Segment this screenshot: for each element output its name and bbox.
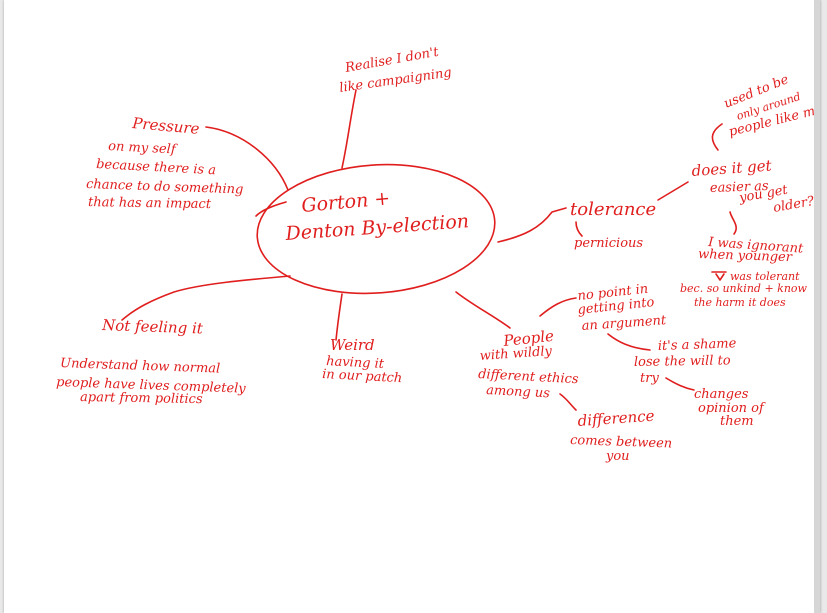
weird-line2: having it (326, 354, 385, 372)
branch-ignorant (729, 211, 737, 235)
easier-line4: older? (772, 194, 816, 216)
tolerance-title: tolerance (570, 199, 656, 220)
pressure-title: Pressure (131, 114, 201, 138)
pressure-line2: because there is a (96, 157, 217, 178)
not-feeling-line1: Understand how normal (60, 356, 221, 377)
no-point-line3: an argument (581, 313, 667, 334)
branch-weird (335, 293, 343, 341)
difference-line2: comes between (570, 433, 673, 452)
difference-line1: difference (577, 407, 655, 430)
tolerance-sub-connector (575, 221, 583, 237)
branch-not-feeling (121, 275, 291, 321)
branch-changes (665, 377, 695, 391)
people-title: People (502, 327, 555, 350)
branch-tolerance (497, 207, 567, 243)
pressure-line4: that has an impact (88, 195, 212, 212)
shame-line2: lose the will to (634, 353, 731, 370)
shame-line3: try (640, 371, 659, 386)
not-feeling-line2: people have lives completely (56, 375, 247, 397)
difference-line3: you (605, 449, 630, 464)
document-page: Gorton + Denton By-election Realise I do… (4, 0, 820, 613)
ignorant-line2: when younger (698, 247, 793, 265)
no-point-line1: no point in (577, 282, 649, 304)
branch-pressure-tail (255, 201, 287, 217)
ignorant-insert-mark (711, 271, 727, 281)
pressure-line3: chance to do something (86, 177, 244, 197)
people-line2: different ethics (478, 367, 579, 387)
tolerance-sub: pernicious (574, 236, 643, 251)
people-line3: among us (486, 383, 551, 401)
changes-line2: opinion of (698, 401, 766, 416)
branch-pressure (205, 126, 289, 191)
shame-line1: it's a shame (658, 336, 737, 354)
ignorant-line3: was tolerant (730, 270, 800, 283)
ignorant-line1: I was ignorant (707, 235, 805, 257)
vertical-scrollbar[interactable] (814, 0, 820, 613)
changes-line1: changes (694, 387, 749, 402)
mind-map: Gorton + Denton By-election Realise I do… (56, 45, 820, 464)
easier-line1: does it get (691, 156, 773, 180)
branch-no-point (539, 297, 577, 317)
center-bubble (256, 163, 496, 295)
easier-line2: easier as (710, 179, 770, 196)
weird-line1: Weird (330, 336, 375, 354)
center-title-line1: Gorton + (301, 187, 392, 217)
branch-people (455, 291, 511, 329)
weird-line3: in our patch (322, 367, 403, 386)
branch-shame (607, 333, 651, 351)
not-feeling-line3: apart from politics (80, 390, 203, 407)
branch-easier (657, 181, 689, 201)
ignorant-line5: the harm it does (694, 296, 786, 309)
ignorant-line4: bec. so unkind + know (680, 282, 808, 295)
not-feeling-title: Not feeling it (101, 316, 204, 338)
changes-line3: them (720, 414, 754, 429)
branch-campaigning (341, 89, 357, 169)
people-line1: with wildly (479, 344, 553, 364)
pressure-line1: on my self (108, 139, 178, 158)
branch-used-to (711, 123, 723, 151)
branch-difference (559, 393, 577, 411)
